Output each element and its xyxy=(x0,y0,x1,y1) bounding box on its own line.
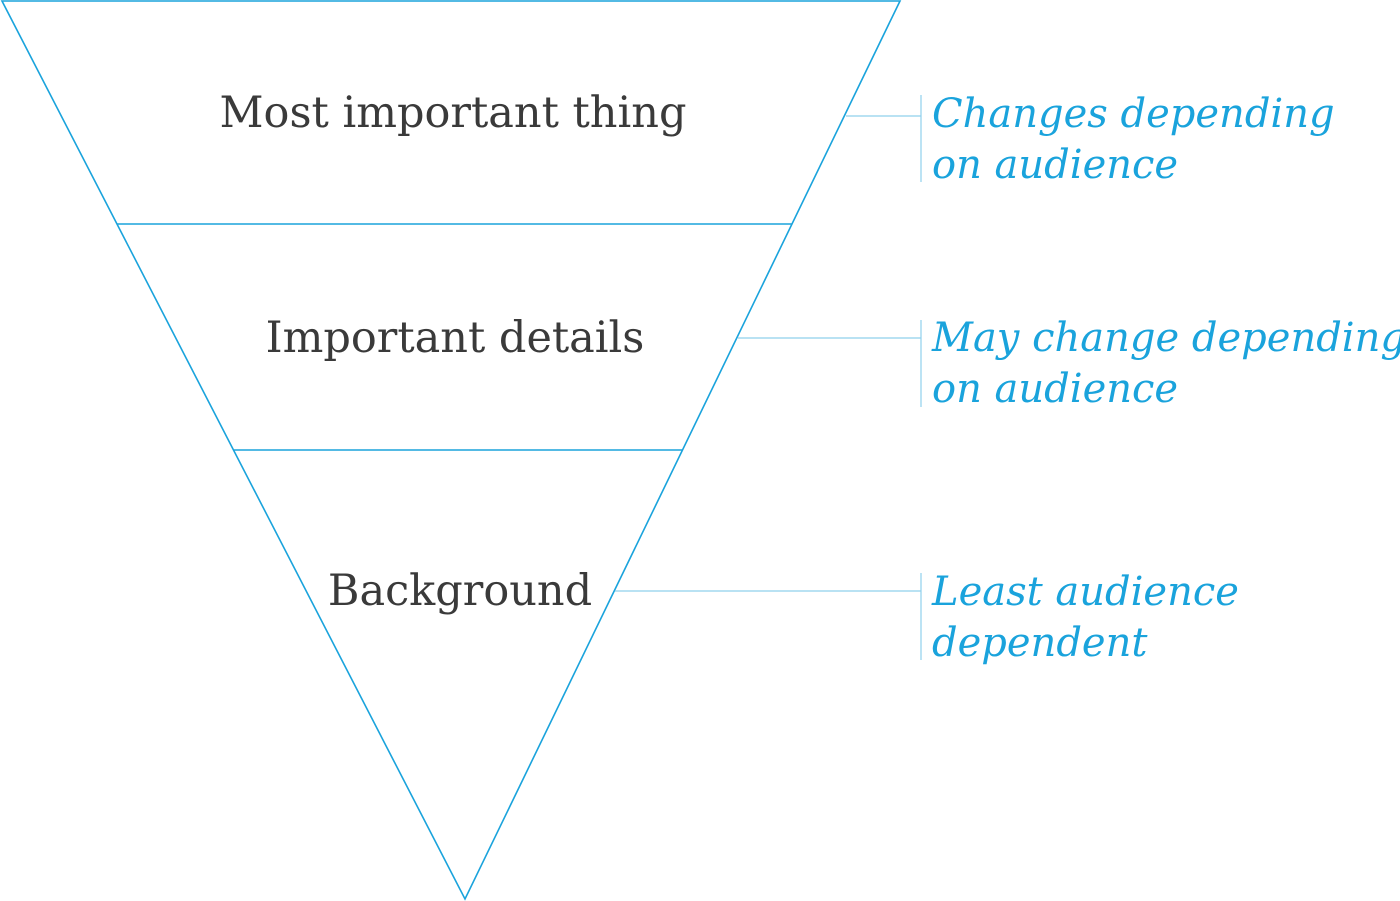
note-tier-2-line-2: on audience xyxy=(932,366,1178,412)
tier-background: Background Least audience dependent xyxy=(328,566,1252,666)
tier-label-background: Background xyxy=(328,566,592,616)
note-tier-3-line-2: dependent xyxy=(932,620,1148,666)
tier-important-details: Important details May change depending o… xyxy=(266,313,1400,412)
note-tier-1: Changes depending on audience xyxy=(932,91,1347,188)
tier-most-important: Most important thing Changes depending o… xyxy=(220,88,1347,188)
note-tier-3: Least audience dependent xyxy=(931,569,1252,666)
tier-label-important-details: Important details xyxy=(266,313,645,363)
note-tier-1-line-1: Changes depending xyxy=(932,91,1335,137)
note-tier-2: May change depending on audience xyxy=(931,315,1400,412)
note-tier-3-line-1: Least audience xyxy=(931,569,1239,615)
note-tier-1-line-2: on audience xyxy=(932,142,1178,188)
tier-label-most-important: Most important thing xyxy=(220,88,687,138)
note-tier-2-line-1: May change depending xyxy=(931,315,1400,361)
